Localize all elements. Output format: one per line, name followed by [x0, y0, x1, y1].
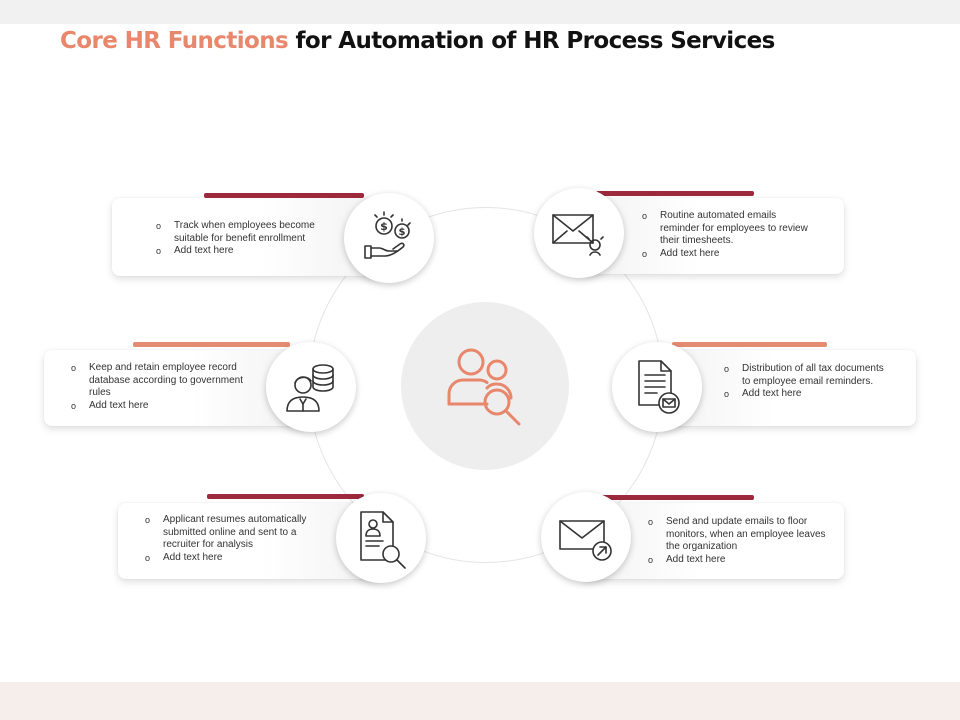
accent-bar [207, 494, 364, 499]
bullet-item: Add text here [724, 388, 894, 401]
item-text-floor-monitors: Send and update emails to floor monitors… [648, 516, 828, 566]
center-hub [401, 302, 569, 470]
bullet-item: Distribution of all tax documents to emp… [724, 363, 894, 388]
item-text-records: Keep and retain employee record database… [71, 362, 256, 412]
item-text-timesheets: Routine automated emails reminder for em… [642, 210, 817, 260]
item-icon-circle [541, 492, 631, 582]
top-band [0, 0, 960, 24]
page-title: Core HR Functions for Automation of HR P… [60, 28, 775, 54]
item-icon-circle [336, 493, 426, 583]
accent-bar [672, 342, 827, 347]
bullet-item: Add text here [642, 248, 817, 261]
svg-text:$: $ [399, 227, 406, 238]
bullet-item: Track when employees become suitable for… [156, 220, 336, 245]
title-highlight: Core HR Functions [60, 28, 289, 54]
bullet-item: Add text here [156, 245, 336, 258]
bullet-item: Applicant resumes automatically submitte… [145, 514, 330, 552]
employee-database-icon [286, 364, 334, 412]
item-text-benefits: Track when employees become suitable for… [156, 220, 336, 258]
email-send-icon [559, 520, 612, 561]
accent-bar [204, 193, 364, 198]
item-text-resumes: Applicant resumes automatically submitte… [145, 514, 330, 564]
item-icon-circle [266, 342, 356, 432]
bullet-item: Add text here [71, 400, 256, 413]
item-text-tax-docs: Distribution of all tax documents to emp… [724, 363, 894, 401]
accent-bar [133, 342, 290, 347]
bottom-band [0, 682, 960, 720]
bullet-item: Add text here [145, 552, 330, 565]
item-icon-circle [534, 188, 624, 278]
email-reminder-icon [552, 214, 604, 256]
item-icon-circle [612, 342, 702, 432]
resume-search-icon [360, 511, 406, 569]
money-hand-icon: $ $ [364, 211, 411, 259]
document-mail-icon [638, 360, 680, 414]
title-rest: for Automation of HR Process Services [295, 28, 776, 54]
bullet-item: Send and update emails to floor monitors… [648, 516, 828, 554]
item-icon-circle: $ $ [344, 193, 434, 283]
bullet-item: Keep and retain employee record database… [71, 362, 256, 400]
users-search-icon [447, 348, 521, 426]
bullet-item: Add text here [648, 554, 828, 567]
accent-bar [596, 191, 754, 196]
bullet-item: Routine automated emails reminder for em… [642, 210, 817, 248]
svg-text:$: $ [380, 220, 388, 233]
accent-bar [596, 495, 754, 500]
